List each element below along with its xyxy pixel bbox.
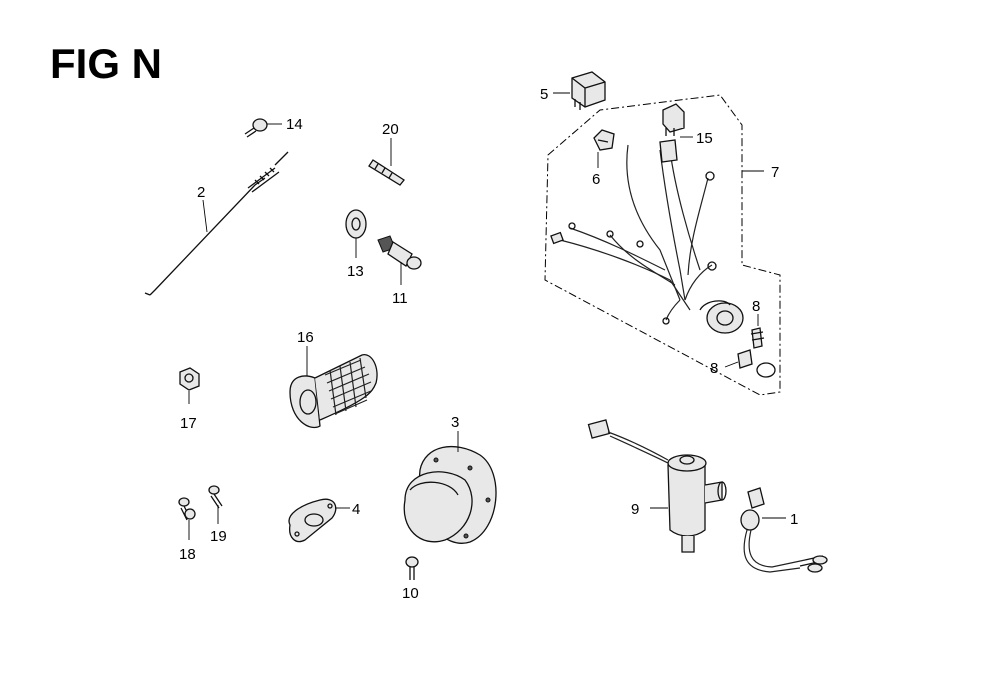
callout-5: 5	[540, 86, 548, 103]
part-6-clip	[593, 129, 615, 168]
part-18-bolt	[178, 497, 196, 540]
part-11-sensor	[377, 235, 422, 285]
callout-8-lower: 8	[710, 360, 718, 377]
callout-20: 20	[382, 121, 399, 138]
callout-2: 2	[197, 184, 205, 201]
part-17-nut	[179, 367, 200, 404]
figure-title: FIG N	[50, 40, 162, 87]
callout-10: 10	[402, 585, 419, 602]
callout-4: 4	[352, 501, 360, 518]
part-14-bolt	[244, 118, 282, 138]
callout-15: 15	[696, 130, 713, 147]
part-1-sensor	[740, 487, 828, 573]
callout-17: 17	[180, 415, 197, 432]
callout-14: 14	[286, 116, 303, 133]
part-2-rod	[144, 151, 289, 296]
callout-9: 9	[631, 501, 639, 518]
part-7-harness-group	[544, 94, 781, 396]
part-15-fuse	[662, 103, 693, 138]
callout-11: 11	[392, 290, 408, 307]
part-13-washer	[345, 209, 367, 258]
callout-1: 1	[790, 511, 798, 528]
callout-6: 6	[592, 171, 600, 188]
part-3-cover	[403, 431, 497, 544]
callout-19: 19	[210, 528, 227, 545]
callout-8-upper: 8	[752, 298, 760, 315]
part-9-solenoid	[587, 419, 727, 553]
callout-18: 18	[179, 546, 196, 563]
part-5-relay	[553, 71, 606, 110]
part-8-fuse-lower	[724, 349, 776, 378]
callout-3: 3	[451, 414, 459, 431]
part-4-gasket	[288, 498, 350, 543]
part-19-bolt	[208, 485, 223, 524]
callout-7: 7	[771, 164, 779, 181]
part-8-fuse-upper	[750, 314, 765, 349]
callout-13: 13	[347, 263, 364, 280]
part-10-screw	[405, 556, 419, 580]
part-20-pin	[368, 138, 405, 186]
callout-16: 16	[297, 329, 314, 346]
part-16-grip	[289, 346, 378, 429]
